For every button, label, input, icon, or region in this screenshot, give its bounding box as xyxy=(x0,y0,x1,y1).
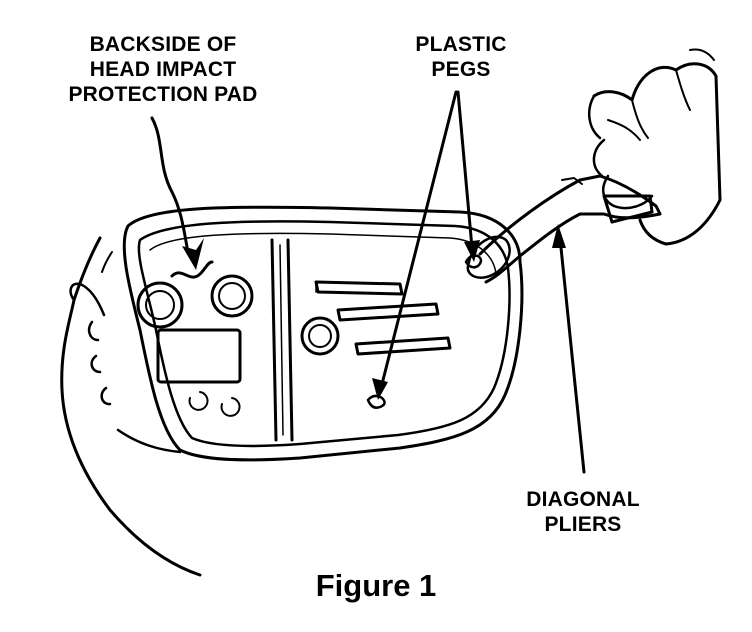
backside-squiggle xyxy=(170,260,214,279)
arrowhead-pegs-1 xyxy=(372,378,388,400)
arrowhead-pegs-2 xyxy=(464,240,480,262)
label-backside-line-2: HEAD IMPACT xyxy=(89,58,237,81)
arrowhead-pliers xyxy=(552,224,566,248)
boss-center xyxy=(300,316,340,356)
label-backside-line-1: BACKSIDE OF xyxy=(89,33,237,56)
pad-rect-plate xyxy=(156,328,242,384)
left-hand xyxy=(60,236,202,577)
leader-pegs-2 xyxy=(456,90,474,250)
pad-inner-rim xyxy=(137,220,511,448)
boss-left-2 xyxy=(210,274,254,318)
label-pliers-line-1: DIAGONAL xyxy=(526,488,640,511)
leader-pegs-1 xyxy=(378,90,458,394)
arrowhead-backside xyxy=(182,238,204,270)
label-diagonal-pliers: DIAGONAL PLIERS xyxy=(508,487,658,537)
label-pegs-line-2: PEGS xyxy=(431,58,491,81)
leader-pliers xyxy=(558,236,586,474)
leader-backside xyxy=(150,116,190,254)
label-pliers-line-2: PLIERS xyxy=(544,513,622,536)
figure-caption: Figure 1 xyxy=(315,568,437,603)
boss-left-1 xyxy=(136,281,184,329)
label-backside-line-3: PROTECTION PAD xyxy=(68,83,258,106)
plastic-peg-2 xyxy=(464,254,483,269)
plastic-peg-1 xyxy=(366,394,386,409)
diagonal-pliers xyxy=(478,174,662,284)
label-pegs-line-1: PLASTIC xyxy=(415,33,507,56)
pad-holes xyxy=(188,391,241,417)
pad-channel xyxy=(270,238,294,442)
label-plastic-pegs: PLASTIC PEGS xyxy=(396,32,526,82)
label-backside-of-head-impact-protection-pad: BACKSIDE OF HEAD IMPACT PROTECTION PAD xyxy=(48,32,278,107)
pad-outline xyxy=(122,205,524,462)
